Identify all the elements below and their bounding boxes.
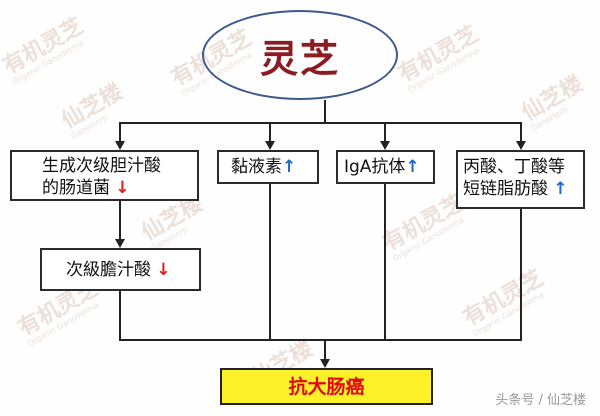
up-arrow-icon: ↑	[282, 157, 297, 177]
arrowhead-4	[516, 141, 526, 150]
connector-bottom-bus	[119, 339, 522, 341]
up-arrow-icon: ↑	[405, 157, 420, 177]
connector-up-1	[119, 291, 121, 341]
source-credit: 头条号 / 仙芝楼	[495, 393, 586, 408]
effect-box-iga: IgA抗体↑	[336, 150, 435, 184]
connector-drop-2	[269, 122, 271, 142]
connector-drop-1	[119, 122, 121, 142]
root-node-lingzhi: 灵芝	[202, 10, 398, 100]
arrowhead-2	[265, 141, 275, 150]
effect-line2: 的肠道菌	[42, 178, 110, 198]
arrowhead-secondary	[115, 239, 125, 248]
effect-box-bile-bacteria: 生成次级胆汁酸 的肠道菌 ↓	[10, 150, 199, 201]
effect-label: 黏液素	[231, 157, 282, 177]
arrowhead-outcome	[320, 359, 330, 368]
connector-bile-to-secondary	[119, 201, 121, 240]
outcome-label: 抗大肠癌	[288, 375, 365, 398]
connector-drop-4	[520, 122, 522, 142]
effect-line2: 短链脂肪酸	[463, 179, 548, 199]
effect-box-mucin: 黏液素↑	[217, 150, 319, 184]
connector-root-down	[324, 100, 326, 123]
effect-label: IgA抗体	[344, 157, 406, 177]
up-arrow-icon: ↑	[553, 179, 568, 199]
effect-line1: 生成次级胆汁酸	[42, 156, 161, 176]
connector-drop-3	[384, 122, 386, 142]
connector-to-outcome	[324, 340, 326, 360]
effect-box-scfa: 丙酸、丁酸等 短链脂肪酸 ↑	[456, 150, 585, 209]
connector-top-bus	[119, 122, 522, 124]
outcome-box-anti-colorectal-cancer: 抗大肠癌	[220, 368, 433, 405]
root-label: 灵芝	[259, 36, 340, 81]
secondary-label: 次級膽汁酸	[66, 260, 151, 280]
effect-line1: 丙酸、丁酸等	[463, 157, 565, 177]
connector-up-4	[520, 209, 522, 341]
connector-up-2	[269, 184, 271, 341]
arrowhead-1	[115, 141, 125, 150]
down-arrow-icon: ↓	[156, 260, 171, 280]
secondary-bile-acid-box: 次級膽汁酸 ↓	[40, 248, 201, 291]
arrowhead-3	[380, 141, 390, 150]
down-arrow-icon: ↓	[115, 178, 130, 198]
connector-up-3	[384, 184, 386, 341]
